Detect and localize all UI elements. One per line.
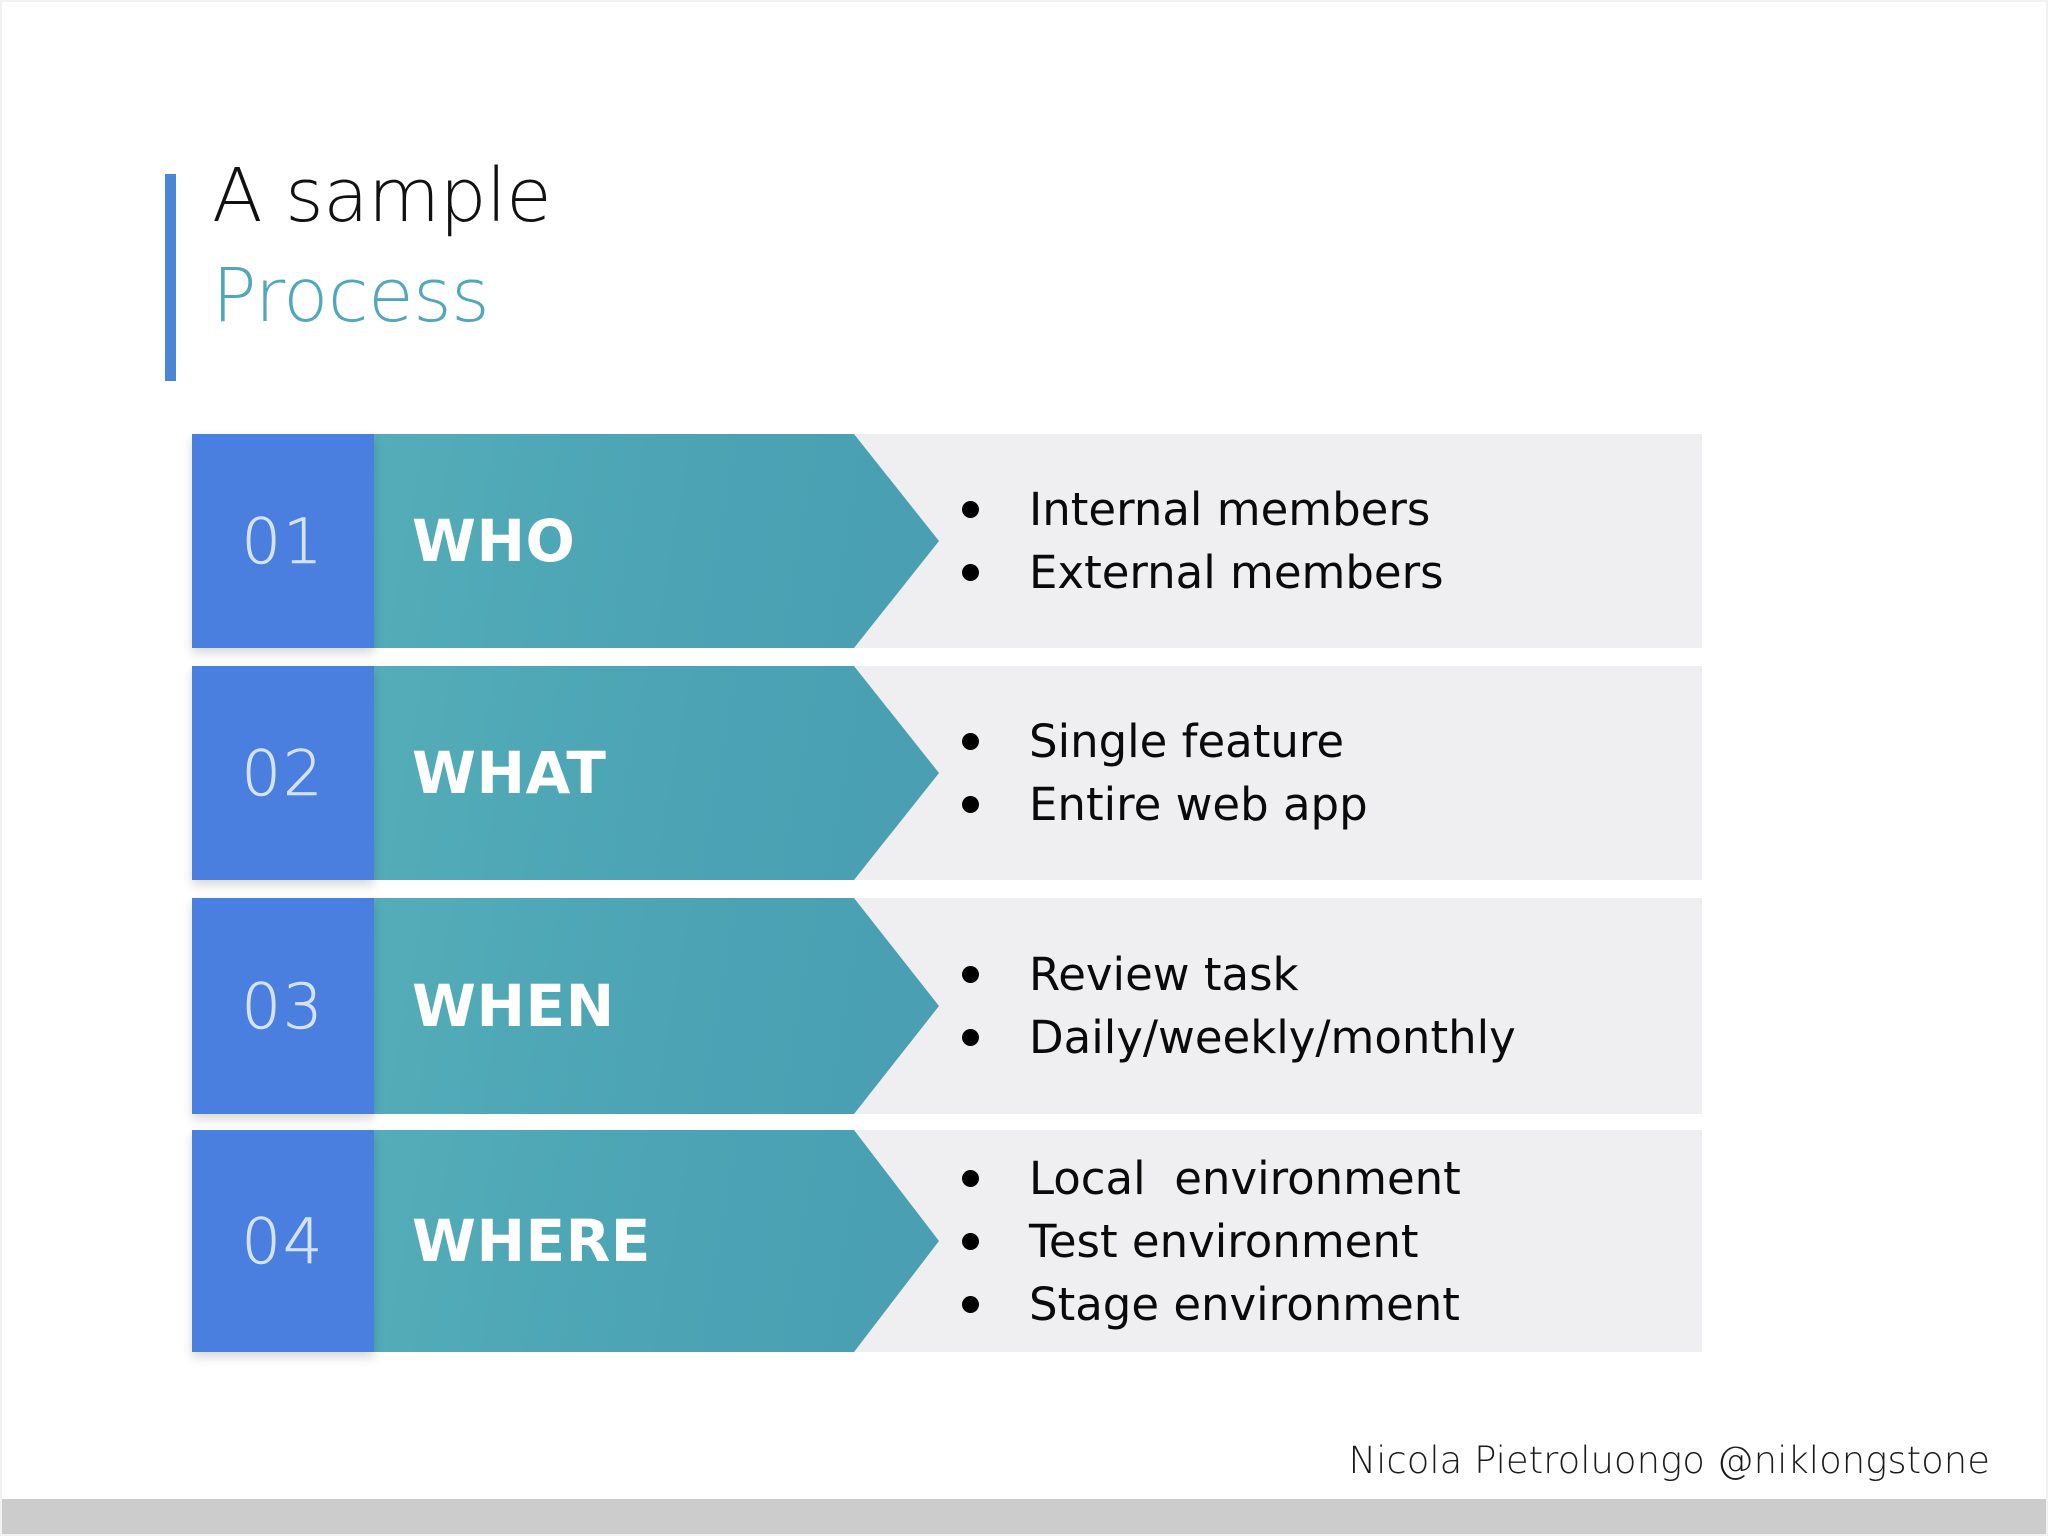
process-row-number: 02 (241, 736, 325, 810)
process-row-arrow: WHAT (374, 666, 939, 880)
bullet-dot-icon (962, 733, 979, 750)
bullet-text: Entire web app (1029, 778, 1368, 831)
process-row-label: WHERE (412, 1207, 651, 1275)
process-row-arrow: WHEN (374, 898, 939, 1114)
list-item: Test environment (962, 1219, 1702, 1264)
page-title: A sample (212, 153, 552, 239)
list-item: Local environment (962, 1156, 1702, 1201)
footer-credit: Nicola Pietroluongo @niklongstone (1348, 1439, 1990, 1482)
process-row-number: 04 (241, 1204, 325, 1278)
process-row-label: WHO (412, 507, 576, 575)
bullet-text: Test environment (1029, 1214, 1419, 1268)
bullet-dot-icon (962, 966, 979, 983)
bullet-dot-icon (962, 1029, 979, 1046)
list-item: Single feature (962, 719, 1702, 764)
list-item: External members (962, 550, 1702, 595)
process-row-number: 01 (241, 504, 325, 578)
bullet-text: Internal members (1029, 483, 1431, 536)
process-row-label: WHAT (412, 739, 607, 807)
title-text-wrap: A sample Process (212, 146, 552, 346)
bullet-dot-icon (962, 501, 979, 518)
process-row-number-block: 03 (192, 898, 374, 1114)
process-row-arrow: WHO (374, 434, 939, 648)
bullet-text: Local environment (1029, 1151, 1461, 1205)
bullet-dot-icon (962, 1169, 979, 1187)
bullet-text: Single feature (1029, 715, 1345, 768)
footer-bar (2, 1499, 2046, 1534)
list-item: Internal members (962, 487, 1702, 532)
bullet-text: External members (1029, 546, 1444, 599)
title-accent-bar (165, 174, 176, 381)
page-subtitle: Process (212, 253, 490, 339)
list-item: Review task (962, 952, 1702, 997)
process-row-arrow: WHERE (374, 1130, 939, 1352)
process-row-label: WHEN (412, 972, 615, 1040)
bullet-dot-icon (962, 796, 979, 813)
bullet-dot-icon (962, 1232, 979, 1250)
slide-title-block: A sample Process (165, 153, 1065, 385)
bullet-text: Stage environment (1029, 1277, 1460, 1331)
list-item: Daily/weekly/monthly (962, 1015, 1702, 1060)
process-row-number-block: 04 (192, 1130, 374, 1352)
process-row-number-block: 02 (192, 666, 374, 880)
bullet-text: Review task (1029, 948, 1299, 1001)
list-item: Entire web app (962, 782, 1702, 827)
process-row-number: 03 (241, 969, 325, 1043)
bullet-dot-icon (962, 564, 979, 581)
process-row-number-block: 01 (192, 434, 374, 648)
bullet-dot-icon (962, 1295, 979, 1313)
list-item: Stage environment (962, 1282, 1702, 1327)
bullet-text: Daily/weekly/monthly (1029, 1011, 1516, 1064)
